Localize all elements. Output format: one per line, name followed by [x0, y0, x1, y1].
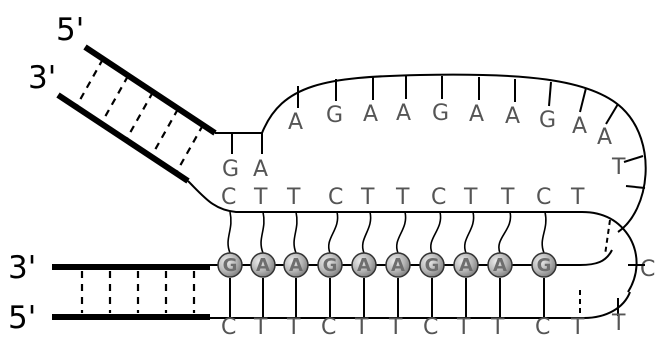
purine-base: A: [459, 255, 473, 276]
hairpin-base-tick: [605, 220, 610, 255]
hoogsteen-bond: [329, 212, 338, 253]
top-duplex-arm: [58, 47, 215, 181]
pyrimidine-base: C: [221, 185, 236, 210]
hoogsteen-bond: [499, 212, 511, 253]
lower-strand-base: T: [253, 315, 268, 340]
hoogsteen-bond: [431, 212, 441, 253]
hoogsteen-bond: [465, 212, 474, 253]
loop-base: G: [539, 108, 556, 133]
loop-base-tick: [626, 186, 645, 188]
loop-base: A: [505, 104, 520, 129]
loop-base: T: [611, 155, 626, 180]
purine-base: G: [425, 255, 440, 276]
purine-base: G: [323, 255, 338, 276]
hoogsteen-bond: [363, 212, 371, 253]
hoogsteen-bond: [261, 212, 264, 253]
junction-base: G: [222, 157, 239, 182]
lower-strand-base: C: [423, 315, 438, 340]
label-top-3prime: 3': [28, 60, 56, 96]
pyrimidine-base: T: [360, 185, 375, 210]
pyrimidine-base: T: [463, 185, 478, 210]
hoogsteen-bond: [228, 212, 231, 253]
label-top-5prime: 5': [56, 12, 84, 48]
pyrimidine-base: T: [253, 185, 268, 210]
junction-base: A: [253, 157, 268, 182]
last-lower-base: T: [611, 311, 626, 336]
top-arm-basepair-rung: [151, 109, 178, 157]
hoogsteen-bond: [542, 212, 546, 253]
pyrimidine-base: C: [431, 185, 446, 210]
lower-strand-base: T: [354, 315, 369, 340]
loop-base: A: [572, 114, 587, 139]
loop-base: A: [363, 102, 378, 127]
purine-base: G: [223, 255, 238, 276]
lower-strand-base: C: [535, 315, 550, 340]
pyrimidine-base: T: [395, 185, 410, 210]
lower-strand-base: C: [321, 315, 336, 340]
loop-base: G: [432, 101, 449, 126]
lower-strand-base: T: [570, 315, 585, 340]
lower-strand-base: T: [490, 315, 505, 340]
lower-strand-base: C: [221, 315, 236, 340]
loop-base: A: [597, 125, 612, 150]
loop-base-tick: [606, 104, 618, 124]
pyrimidine-base: T: [286, 185, 301, 210]
lower-strand-base: T: [388, 315, 403, 340]
top-arm-strand-5prime: [85, 47, 215, 133]
bottom-duplex-arm: [52, 267, 210, 317]
purine-base: A: [493, 255, 507, 276]
loop-base: G: [326, 103, 343, 128]
purine-base: A: [256, 255, 270, 276]
label-bottom-3prime: 3': [8, 250, 36, 286]
loop-base-tick: [624, 156, 643, 162]
top-arm-basepair-rung: [126, 92, 153, 140]
lower-strand-backbone: [210, 292, 630, 318]
purine-base: A: [357, 255, 371, 276]
loop-base: A: [288, 110, 303, 135]
loop-base: C: [640, 257, 655, 282]
pyrimidine-base: T: [570, 185, 585, 210]
purine-base: A: [289, 255, 303, 276]
purine-base: A: [391, 255, 405, 276]
hoogsteen-bond: [294, 212, 297, 253]
top-arm-strand-3prime: [58, 95, 188, 181]
top-arm-basepair-rung: [176, 125, 203, 173]
top-arm-basepair-rung: [76, 59, 103, 107]
loop-base: A: [469, 102, 484, 127]
loop-base: A: [396, 101, 411, 126]
loop-base-tick: [580, 88, 586, 112]
lower-strand-base: T: [286, 315, 301, 340]
top-arm-basepair-rung: [101, 76, 128, 124]
purine-base: G: [537, 255, 552, 276]
pyrimidine-base: C: [536, 185, 551, 210]
pyrimidine-base: T: [500, 185, 515, 210]
loop-base-tick: [549, 82, 551, 106]
hoogsteen-bond: [397, 212, 406, 253]
label-bottom-5prime: 5': [8, 300, 36, 336]
hoogsteen-bonds: [228, 212, 546, 253]
lower-strand-base: T: [456, 315, 471, 340]
pyrimidine-base: C: [328, 185, 343, 210]
